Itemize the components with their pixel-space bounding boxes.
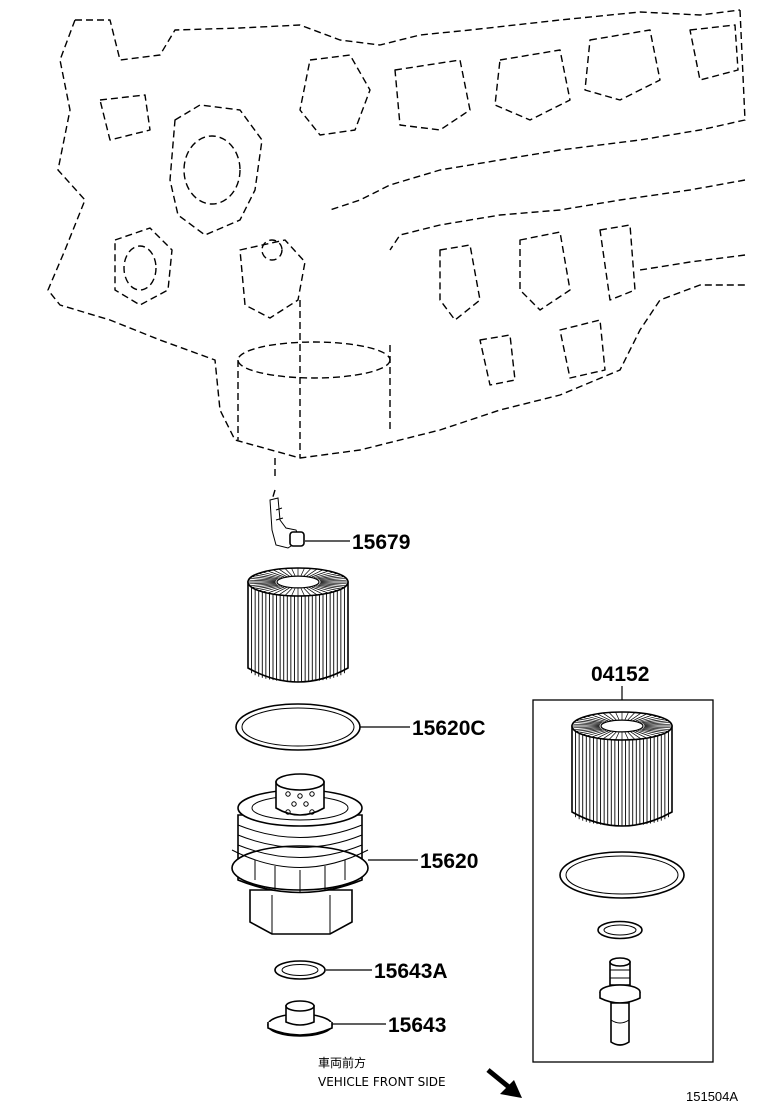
arrow-down-right-icon: [486, 1068, 522, 1098]
kit-o-ring: [559, 851, 685, 899]
engine-block-outline: [47, 9, 746, 480]
part-label-15620C: 15620C: [412, 717, 486, 740]
kit-small-gasket: [597, 920, 643, 940]
direction-label-japanese: 車両前方: [318, 1055, 366, 1070]
drain-pipe-15679: [269, 489, 305, 549]
kit-box-04152: [532, 699, 714, 1063]
oil-filter-element: [247, 567, 349, 683]
part-label-15679: 15679: [352, 531, 410, 554]
drain-plug-15643: [267, 1000, 333, 1037]
part-label-15643A: 15643A: [374, 960, 448, 983]
kit-drain-fitting: [599, 957, 641, 1046]
filter-cap-15620: [231, 773, 369, 935]
part-label-15643: 15643: [388, 1014, 446, 1037]
part-label-04152: 04152: [591, 663, 649, 686]
gasket-15643A: [274, 960, 326, 980]
part-label-15620: 15620: [420, 850, 478, 873]
o-ring-15620C: [235, 703, 361, 751]
diagram-code: 151504A: [686, 1089, 738, 1104]
direction-label-english: VEHICLE FRONT SIDE: [318, 1075, 446, 1089]
kit-filter-element: [571, 711, 673, 827]
